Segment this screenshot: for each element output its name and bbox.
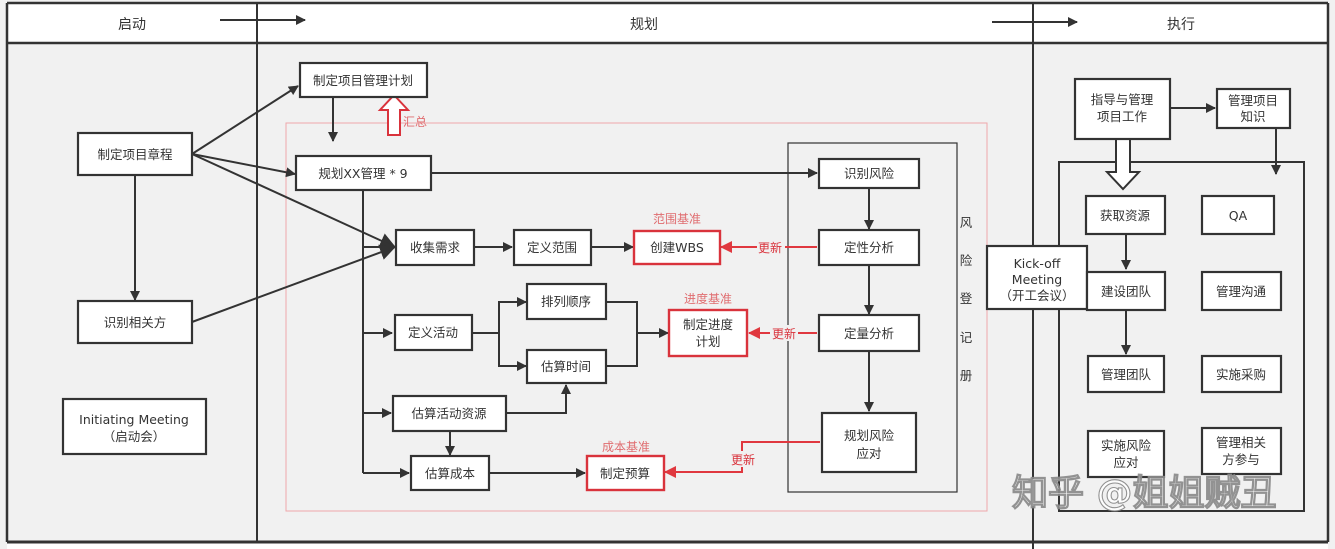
svg-text:（开工会议）: （开工会议） [999,288,1074,303]
node-define-scope[interactable]: 定义范围 [512,228,593,267]
svg-text:册: 册 [960,368,973,383]
svg-text:排列顺序: 排列顺序 [541,294,591,309]
phase-header-planning: 规划 [630,17,658,33]
node-pm-plan[interactable]: 制定项目管理计划 [298,61,429,99]
svg-text:Meeting: Meeting [1012,272,1062,287]
update-label-scope: 更新 [757,239,785,255]
svg-text:定性分析: 定性分析 [844,240,894,255]
node-estimate-resources[interactable]: 估算活动资源 [391,394,508,433]
node-qualitative-analysis[interactable]: 定性分析 [817,228,921,267]
svg-text:更新: 更新 [758,240,782,255]
node-define-activities[interactable]: 定义活动 [393,313,474,352]
svg-text:险: 险 [960,253,973,268]
svg-text:记: 记 [960,330,973,345]
node-quantitative-analysis[interactable]: 定量分析 [817,313,921,353]
node-acquire-resources[interactable]: 获取资源 [1084,194,1167,236]
svg-text:更新: 更新 [772,326,796,341]
node-determine-budget[interactable]: 制定预算 [585,454,666,492]
update-label-schedule: 更新 [770,325,798,341]
svg-text:建设团队: 建设团队 [1101,284,1152,299]
node-identify-risks[interactable]: 识别风险 [817,157,921,190]
schedule-baseline-label: 进度基准 [684,291,732,306]
phase-header-initiating: 启动 [118,17,146,33]
node-collect-requirements[interactable]: 收集需求 [394,228,476,267]
node-develop-team[interactable]: 建设团队 [1085,270,1167,312]
node-sequence-activities[interactable]: 排列顺序 [525,282,608,321]
svg-text:（启动会）: （启动会） [103,429,166,444]
svg-text:识别风险: 识别风险 [844,166,895,181]
svg-text:计划: 计划 [695,334,720,349]
node-develop-schedule[interactable]: 制定进度 计划 [667,308,749,358]
svg-text:收集需求: 收集需求 [410,240,461,255]
node-create-wbs[interactable]: 创建WBS [632,229,722,266]
svg-text:规划风险: 规划风险 [844,428,895,443]
svg-text:管理项目: 管理项目 [1228,93,1278,108]
svg-text:估算时间: 估算时间 [541,359,591,374]
svg-text:实施采购: 实施采购 [1216,367,1266,382]
svg-text:制定项目管理计划: 制定项目管理计划 [313,73,413,88]
svg-text:定义活动: 定义活动 [408,325,458,340]
node-plan-risk-response[interactable]: 规划风险 应对 [820,411,918,474]
node-qa[interactable]: QA [1200,194,1276,236]
svg-text:实施风险: 实施风险 [1101,438,1152,453]
node-identify-stakeholders[interactable]: 识别相关方 [76,299,194,345]
node-manage-knowledge[interactable]: 管理项目 知识 [1215,87,1292,130]
svg-text:知识: 知识 [1240,109,1265,124]
svg-text:创建WBS: 创建WBS [650,240,704,255]
summary-up-arrow-icon [377,93,411,136]
update-label-budget: 更新 [729,451,757,467]
svg-text:管理团队: 管理团队 [1101,367,1152,382]
phase-header-band [7,3,1328,43]
summary-label: 汇总 [403,115,427,129]
svg-text:方参与: 方参与 [1222,452,1260,467]
planning-subsidiary-region [285,122,988,512]
risk-register-frame [787,142,958,493]
svg-text:应对: 应对 [1113,455,1138,470]
node-manage-team[interactable]: 管理团队 [1086,354,1166,394]
node-direct-manage-work[interactable]: 指导与管理 项目工作 [1073,77,1172,141]
risk-register-label: 风 险 登 记 册 [960,215,973,383]
node-initiating-meeting[interactable]: Initiating Meeting （启动会） [61,397,208,456]
node-estimate-durations[interactable]: 估算时间 [525,348,608,385]
node-manage-communications[interactable]: 管理沟通 [1200,270,1283,312]
svg-text:Kick-off: Kick-off [1014,256,1061,271]
svg-text:管理相关: 管理相关 [1216,435,1266,450]
node-conduct-procurements[interactable]: 实施采购 [1200,354,1283,394]
svg-text:获取资源: 获取资源 [1100,208,1151,223]
node-develop-charter[interactable]: 制定项目章程 [76,131,194,177]
svg-text:制定预算: 制定预算 [600,466,650,481]
phase-header-executing: 执行 [1167,17,1195,33]
svg-text:估算活动资源: 估算活动资源 [411,406,487,421]
svg-text:识别相关方: 识别相关方 [104,315,167,330]
svg-text:估算成本: 估算成本 [425,466,476,481]
connectors [130,85,1305,512]
watermark: 知乎 @姐姐贼丑 [1012,473,1277,514]
cost-baseline-label: 成本基准 [602,440,650,454]
swimlane-frame [5,1,1330,549]
svg-text:更新: 更新 [731,452,755,467]
scope-baseline-label: 范围基准 [653,212,701,226]
node-estimate-costs[interactable]: 估算成本 [409,454,491,492]
svg-text:项目工作: 项目工作 [1097,109,1148,124]
node-manage-stakeholder-engagement[interactable]: 管理相关 方参与 [1200,426,1283,476]
node-implement-risk-responses[interactable]: 实施风险 应对 [1086,429,1166,479]
svg-text:制定进度: 制定进度 [683,317,734,332]
svg-text:指导与管理: 指导与管理 [1091,92,1154,107]
svg-text:定量分析: 定量分析 [844,326,894,341]
svg-text:QA: QA [1229,208,1248,223]
svg-text:规划XX管理 * 9: 规划XX管理 * 9 [318,166,407,181]
svg-text:定义范围: 定义范围 [527,240,577,255]
svg-text:风: 风 [960,215,973,230]
svg-text:制定项目章程: 制定项目章程 [97,147,173,162]
svg-text:Initiating Meeting: Initiating Meeting [79,412,189,427]
node-kickoff-meeting[interactable]: Kick-off Meeting （开工会议） [985,244,1089,311]
node-plan-xx-management[interactable]: 规划XX管理 * 9 [294,154,433,192]
svg-text:应对: 应对 [856,446,881,461]
svg-text:登: 登 [960,291,973,306]
svg-text:管理沟通: 管理沟通 [1216,284,1267,299]
